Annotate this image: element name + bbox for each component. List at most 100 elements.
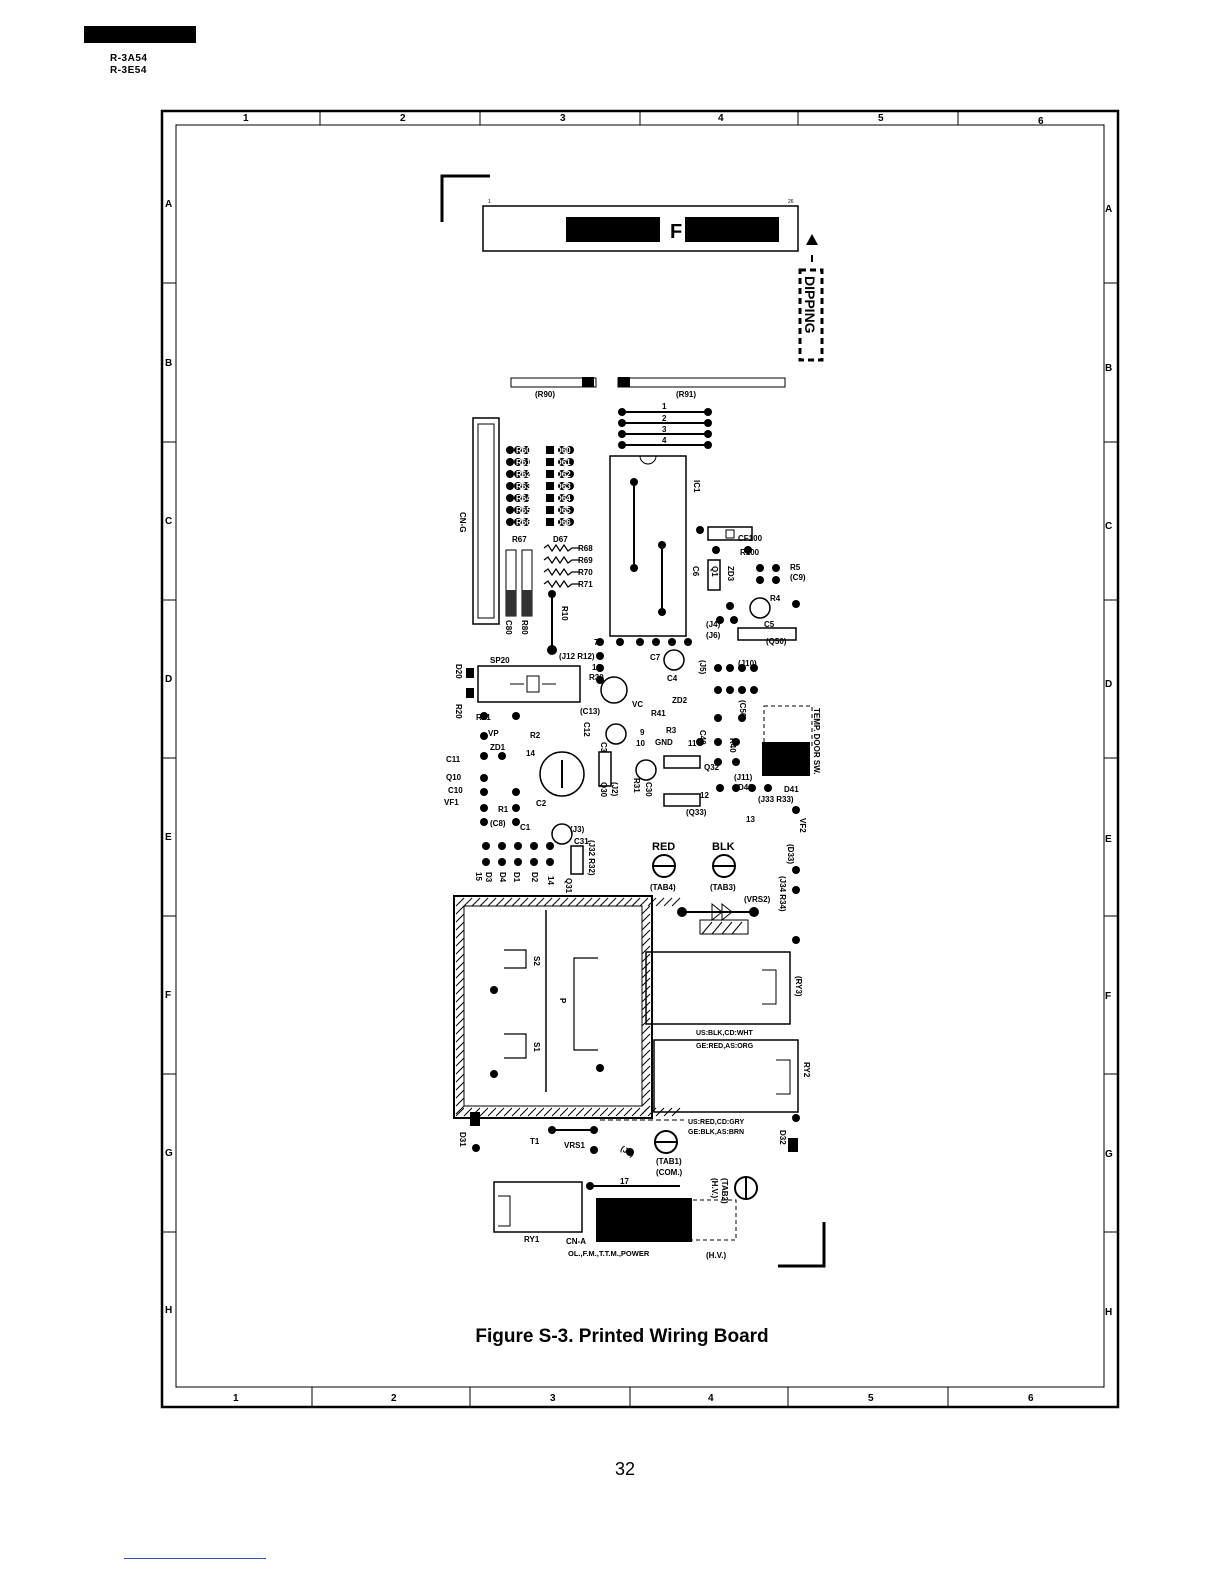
- svg-text:IC1: IC1: [692, 480, 701, 493]
- svg-text:13: 13: [746, 815, 755, 824]
- svg-text:R5: R5: [790, 563, 801, 572]
- solder-pad: [480, 788, 488, 796]
- svg-text:(J3): (J3): [570, 825, 585, 834]
- pad: [522, 482, 530, 490]
- resistor-label: R66: [516, 518, 531, 527]
- svg-text:T1: T1: [530, 1137, 540, 1146]
- solder-pad: [714, 738, 722, 746]
- pad: [506, 518, 514, 526]
- col-label-top-3: 3: [560, 113, 566, 124]
- pad: [506, 506, 514, 514]
- solder-pad: [792, 936, 800, 944]
- figure-caption: Figure S-3. Printed Wiring Board: [475, 1326, 769, 1347]
- solder-pad: [726, 686, 734, 694]
- svg-text:US:RED,CD:GRY: US:RED,CD:GRY: [688, 1119, 744, 1126]
- svg-text:D2: D2: [530, 872, 539, 883]
- svg-text:GND: GND: [655, 738, 673, 747]
- svg-text:(J12 R12): (J12 R12): [559, 652, 595, 661]
- svg-text:R31: R31: [632, 778, 641, 793]
- solder-pad: [514, 842, 522, 850]
- row-label-right-F: F: [1105, 991, 1111, 1002]
- svg-text:(J2): (J2): [610, 782, 619, 797]
- svg-text:(RY3): (RY3): [794, 976, 803, 997]
- model-number-2: R-3E54: [110, 65, 147, 76]
- svg-text:C5: C5: [764, 620, 775, 629]
- solder-pad: [546, 858, 554, 866]
- col-label-top-5: 5: [878, 113, 884, 124]
- svg-text:R3: R3: [666, 726, 677, 735]
- pad: [558, 482, 566, 490]
- svg-text:(VRS2): (VRS2): [744, 895, 771, 904]
- pad: [566, 482, 574, 490]
- solder-pad: [792, 1114, 800, 1122]
- display-code: F: [670, 221, 682, 243]
- svg-text:CF100: CF100: [738, 534, 763, 543]
- svg-text:(TAB1): (TAB1): [656, 1157, 682, 1166]
- col-label-bottom-3: 3: [550, 1393, 556, 1404]
- ic1: IC1: [609, 455, 701, 637]
- svg-text:(J11): (J11): [734, 773, 753, 782]
- svg-text:D31: D31: [458, 1132, 467, 1147]
- resistor-label: R62: [516, 470, 531, 479]
- dipping-label: DIPPING: [802, 276, 818, 334]
- svg-text:CN-A: CN-A: [566, 1237, 586, 1246]
- diode-label: D64: [556, 494, 571, 503]
- svg-text:(J6): (J6): [706, 631, 721, 640]
- row-label-left-E: E: [165, 832, 172, 843]
- svg-text:12: 12: [700, 791, 709, 800]
- svg-text:C1: C1: [520, 823, 531, 832]
- solder-pad: [732, 784, 740, 792]
- solder-pad: [764, 784, 772, 792]
- svg-text:D67: D67: [553, 535, 568, 544]
- svg-text:(J10): (J10): [738, 659, 757, 668]
- svg-text:15: 15: [474, 872, 483, 881]
- svg-text:26: 26: [788, 199, 794, 205]
- solder-pad: [732, 738, 740, 746]
- tab-terminals: RED BLK (TAB4) (TAB3): [650, 841, 736, 892]
- solder-pad: [626, 1148, 634, 1156]
- svg-text:D4: D4: [498, 872, 507, 883]
- solder-pad: [668, 638, 676, 646]
- solder-pad: [514, 858, 522, 866]
- svg-text:R20: R20: [454, 704, 463, 719]
- pad: [522, 494, 530, 502]
- pad: [522, 470, 530, 478]
- pad: [506, 482, 514, 490]
- row-label-left-A: A: [165, 199, 172, 210]
- col-label-bottom-4: 4: [708, 1393, 714, 1404]
- svg-text:(J5): (J5): [698, 660, 707, 675]
- svg-text:ZD1: ZD1: [490, 743, 506, 752]
- svg-text:VF2: VF2: [798, 818, 807, 833]
- header-black-bar: [84, 26, 196, 43]
- svg-text:(J32 R32): (J32 R32): [587, 840, 596, 876]
- svg-text:1: 1: [662, 402, 667, 411]
- svg-text:ZD3: ZD3: [726, 566, 735, 582]
- row-label-right-G: G: [1105, 1149, 1113, 1160]
- col-label-top-4: 4: [718, 113, 724, 124]
- svg-text:D1: D1: [512, 872, 521, 883]
- svg-text:TEMP. DOOR SW.: TEMP. DOOR SW.: [812, 708, 821, 775]
- svg-text:(C13): (C13): [580, 707, 600, 716]
- svg-text:R4: R4: [770, 594, 781, 603]
- model-number-1: R-3A54: [110, 53, 148, 64]
- solder-pad: [726, 664, 734, 672]
- col-label-top-6: 6: [1038, 116, 1044, 127]
- solder-pad: [712, 546, 720, 554]
- svg-text:(TAB3): (TAB3): [710, 883, 736, 892]
- row-label-right-D: D: [1105, 679, 1112, 690]
- pad: [506, 494, 514, 502]
- svg-text:D41: D41: [784, 785, 799, 794]
- col-label-top-1: 1: [243, 113, 249, 124]
- svg-text:R80: R80: [520, 620, 529, 635]
- solder-pad: [750, 686, 758, 694]
- pad: [514, 482, 522, 490]
- solder-pad: [596, 664, 604, 672]
- resistors-r68-r71: [543, 543, 580, 589]
- svg-text:C10: C10: [448, 786, 463, 795]
- svg-text:D40: D40: [738, 783, 753, 792]
- sp20-buzzer: SP20: [477, 656, 581, 703]
- jumpers: [618, 408, 712, 449]
- solder-pad: [738, 714, 746, 722]
- svg-text:(C8): (C8): [490, 819, 506, 828]
